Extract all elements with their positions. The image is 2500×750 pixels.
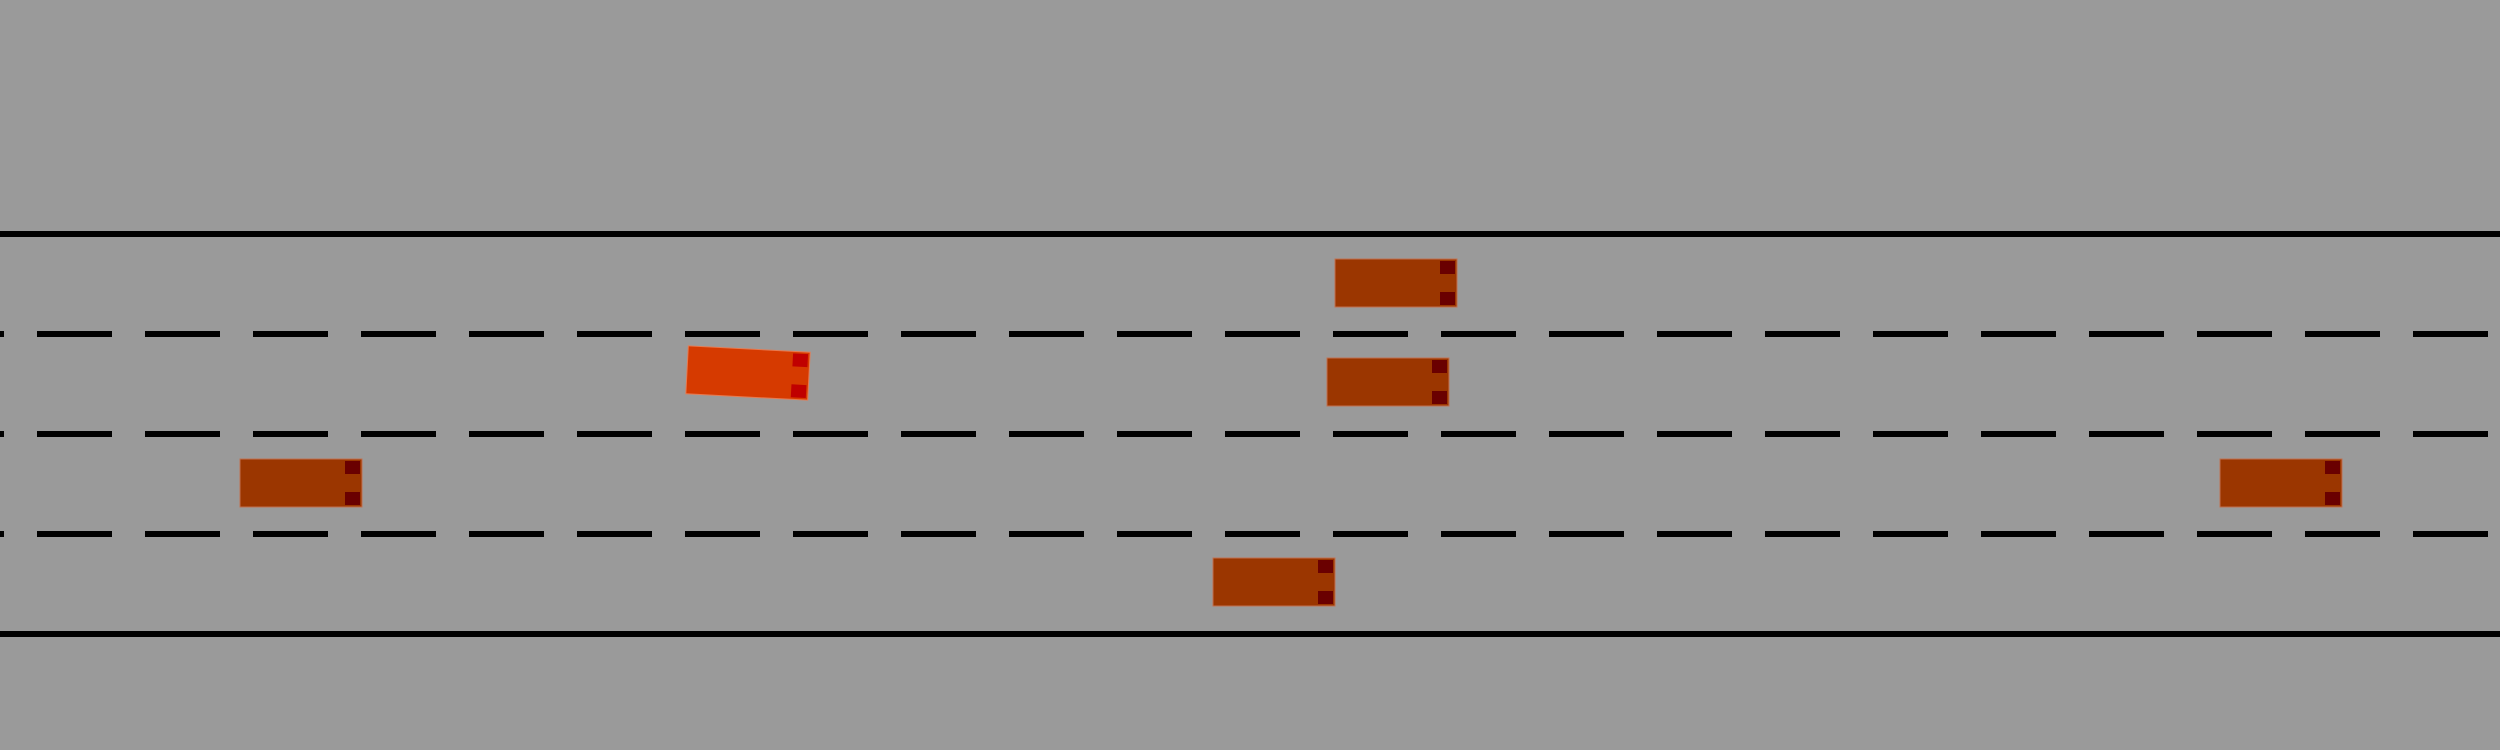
headlight-icon bbox=[2325, 492, 2340, 505]
headlight-icon bbox=[345, 461, 360, 474]
vehicle-body bbox=[1334, 258, 1458, 308]
headlight-icon bbox=[790, 384, 807, 399]
headlight-icon bbox=[792, 353, 809, 368]
headlight-icon bbox=[1440, 292, 1455, 305]
vehicle-car-d bbox=[2219, 458, 2343, 508]
headlight-icon bbox=[1318, 560, 1333, 573]
vehicle-body bbox=[2219, 458, 2343, 508]
vehicle-car-c bbox=[239, 458, 363, 508]
headlight-icon bbox=[1440, 261, 1455, 274]
headlight-icon bbox=[345, 492, 360, 505]
vehicle-body bbox=[239, 458, 363, 508]
ego-vehicle bbox=[685, 345, 811, 401]
vehicle-body bbox=[685, 345, 811, 401]
vehicle-car-a bbox=[1334, 258, 1458, 308]
headlight-icon bbox=[1432, 391, 1447, 404]
vehicle-body bbox=[1212, 557, 1336, 607]
headlight-icon bbox=[1432, 360, 1447, 373]
vehicle-body bbox=[1326, 357, 1450, 407]
vehicle-car-e bbox=[1212, 557, 1336, 607]
vehicle-car-b bbox=[1326, 357, 1450, 407]
headlight-icon bbox=[2325, 461, 2340, 474]
headlight-icon bbox=[1318, 591, 1333, 604]
